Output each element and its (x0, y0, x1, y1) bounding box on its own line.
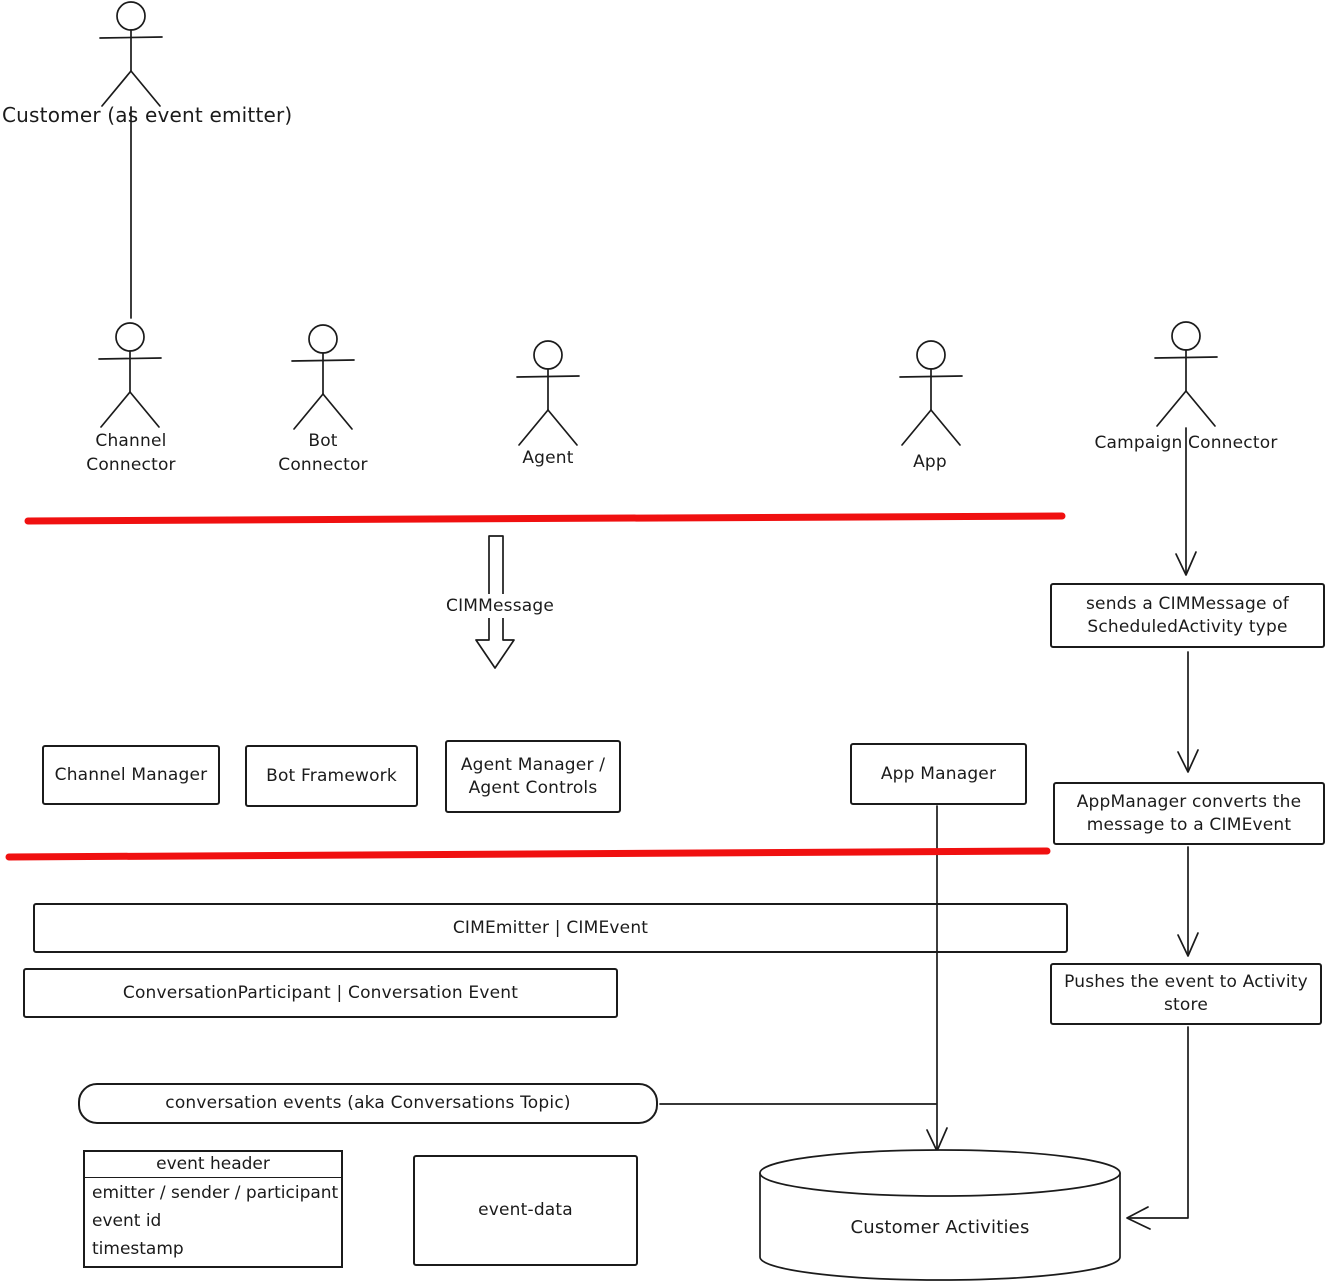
actor-icon-channel-connector (98, 322, 162, 428)
box-pushes-event: Pushes the event to Activity store (1050, 963, 1322, 1025)
database-cylinder-icon (759, 1149, 1121, 1281)
arrow-appmanager-to-datastore (926, 805, 948, 1152)
actor-icon-campaign-connector (1154, 321, 1218, 427)
arrow-sends-to-converts (1177, 651, 1199, 773)
box-sends-cimmessage: sends a CIMMessage of ScheduledActivity … (1050, 583, 1325, 648)
actor-label-customer: Customer (as event emitter) (2, 103, 293, 127)
box-bot-framework: Bot Framework (245, 745, 418, 807)
event-header-row-timestamp: timestamp (92, 1239, 184, 1259)
datastore-label: Customer Activities (850, 1217, 1030, 1238)
event-header-table: event header emitter / sender / particip… (83, 1150, 343, 1268)
event-header-row-event-id: event id (92, 1211, 162, 1231)
box-agent-manager: Agent Manager / Agent Controls (445, 740, 621, 813)
arrow-pushes-to-datastore (1126, 1026, 1189, 1230)
event-header-row-participant: emitter / sender / participant (92, 1183, 339, 1203)
actor-icon-bot-connector (291, 324, 355, 430)
actor-icon-agent (516, 340, 580, 446)
actor-icon-app (899, 340, 963, 446)
box-appmanager-converts: AppManager converts the message to a CIM… (1053, 782, 1325, 845)
actor-label-bot-connector: Bot Connector (278, 431, 368, 475)
actor-label-campaign-connector: Campaign Connector (1094, 433, 1278, 453)
red-boundary-line-top (24, 512, 1066, 525)
actor-label-agent: Agent (522, 448, 574, 468)
actor-label-app: App (913, 452, 947, 472)
box-channel-manager: Channel Manager (42, 745, 220, 805)
actor-icon-customer (99, 1, 163, 107)
actor-label-channel-connector: Channel Connector (86, 431, 176, 475)
box-app-manager: App Manager (850, 743, 1027, 805)
arrow-converts-to-pushes (1177, 846, 1199, 957)
box-conversation-participant: ConversationParticipant | Conversation E… (23, 968, 618, 1018)
event-header-title: event header (85, 1152, 341, 1178)
box-cimemitter-cimevent: CIMEmitter | CIMEvent (33, 903, 1068, 953)
box-event-data: event-data (413, 1155, 638, 1266)
red-boundary-line-bottom (5, 847, 1051, 861)
cim-message-label: CIMMessage (442, 594, 559, 618)
box-conversation-events-topic: conversation events (aka Conversations T… (78, 1083, 658, 1124)
